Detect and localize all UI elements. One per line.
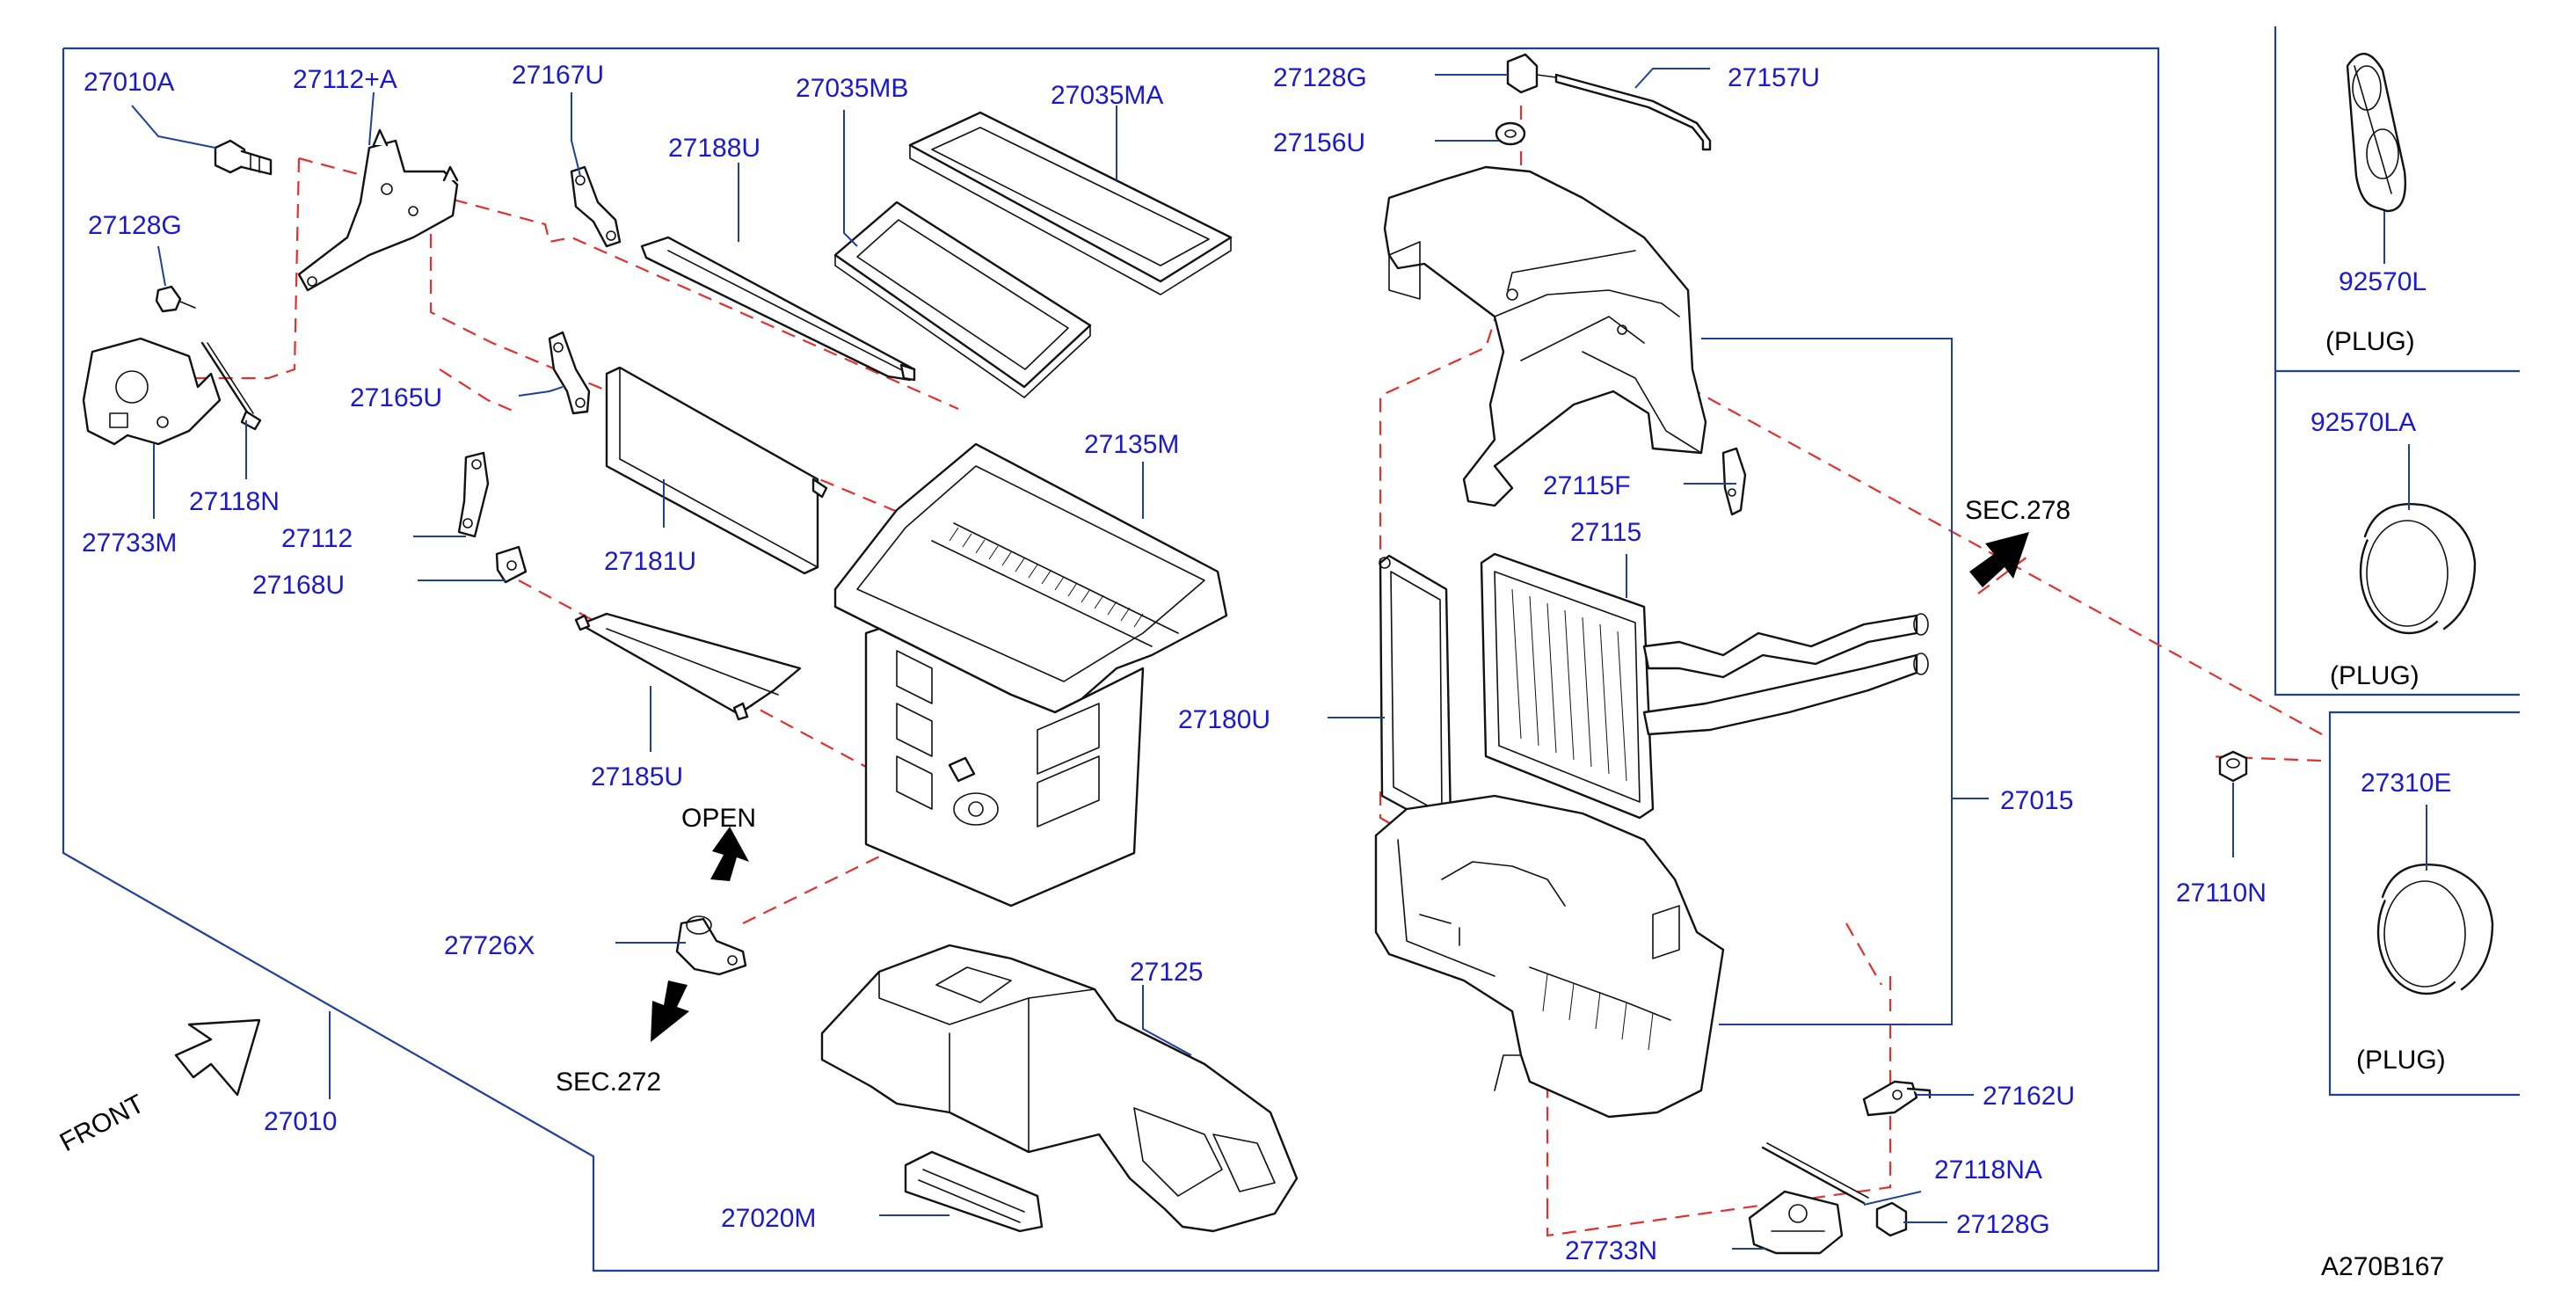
plug-92570LA: [2359, 503, 2477, 635]
plug-annotation-3: (PLUG): [2356, 1046, 2446, 1075]
label-27168U: 27168U: [252, 571, 345, 600]
heater-core-27115: [1480, 552, 1929, 820]
label-27125: 27125: [1130, 958, 1203, 987]
label-27010A: 27010A: [84, 68, 174, 97]
label-92570L: 92570L: [2339, 267, 2427, 296]
plug-panels: [2274, 26, 2520, 1097]
front-arrow-icon: [174, 1018, 261, 1097]
nut-27110N: [2218, 750, 2248, 783]
clip-27115F: [1721, 447, 1747, 516]
label-27128G-bottom: 27128G: [1956, 1210, 2050, 1239]
label-27156U: 27156U: [1273, 128, 1365, 157]
assembly-dashed-lines: [180, 106, 2331, 1237]
evaporator-27180U: [1379, 554, 1452, 830]
label-27115: 27115: [1570, 518, 1641, 547]
bolt-27010A: [214, 139, 273, 176]
main-frame: [62, 47, 2160, 1272]
label-27112A: 27112+A: [293, 65, 397, 94]
label-92570LA: 92570LA: [2310, 408, 2416, 437]
door-27181U: [605, 366, 828, 575]
upper-case-27135M: [833, 442, 1228, 908]
motor-27733N: [1748, 1190, 1844, 1255]
label-27020M: 27020M: [721, 1204, 816, 1233]
motor-27733M: [82, 337, 222, 446]
open-arrow-icon: [710, 827, 749, 881]
label-27180U: 27180U: [1178, 705, 1270, 734]
label-27110N: 27110N: [2176, 879, 2267, 908]
filter-27035MA: [908, 111, 1233, 295]
lower-duct-27125: [820, 944, 1299, 1233]
sec272-annotation: SEC.272: [556, 1068, 661, 1097]
label-27185U: 27185U: [591, 762, 683, 791]
sec278-annotation: SEC.278: [1965, 496, 2070, 525]
door-27188U: [640, 236, 916, 382]
rod-27118N: [200, 341, 262, 431]
label-27157U: 27157U: [1728, 63, 1820, 92]
leader-lines: [131, 68, 2427, 1250]
label-27035MB: 27035MB: [796, 74, 908, 103]
sec278-arrow-icon: [1969, 532, 2029, 587]
label-27726X: 27726X: [444, 931, 535, 960]
label-27135M: 27135M: [1084, 430, 1179, 459]
clip-27128G-top: [1506, 53, 1557, 94]
door-27185U: [574, 612, 802, 721]
plug-92570L: [2346, 52, 2406, 213]
lever-27168U: [495, 545, 528, 584]
label-27112: 27112: [281, 524, 353, 553]
lever-bracket-27112A: [297, 128, 459, 292]
plug-annotation-1: (PLUG): [2325, 327, 2415, 356]
filter-27035MB: [833, 200, 1092, 398]
lower-housing-27015: [1374, 794, 1725, 1119]
link-27165U: [548, 331, 591, 415]
label-27035MA: 27035MA: [1051, 81, 1163, 110]
label-27162U: 27162U: [1983, 1082, 2075, 1111]
sec272-arrow-icon: [651, 981, 689, 1042]
label-27118NA: 27118NA: [1934, 1156, 2042, 1185]
label-27118N: 27118N: [189, 487, 280, 516]
clip-27128G-bottom: [1875, 1201, 1908, 1237]
clip-27128G-left: [155, 285, 196, 313]
label-27188U: 27188U: [668, 134, 760, 163]
label-27010: 27010: [264, 1107, 337, 1136]
diagram-code: A270B167: [2321, 1252, 2444, 1281]
lever-27162U: [1862, 1080, 1932, 1117]
label-27165U: 27165U: [350, 383, 442, 412]
label-27128G-top: 27128G: [1273, 63, 1367, 92]
rod-27157U: [1554, 73, 1712, 151]
link-27167U: [570, 165, 622, 248]
label-27167U: 27167U: [512, 61, 604, 90]
upper-housing-27015: [1383, 165, 1707, 507]
open-annotation: OPEN: [681, 804, 756, 833]
label-27115F: 27115F: [1543, 471, 1631, 500]
label-27015: 27015: [2000, 786, 2073, 815]
label-27181U: 27181U: [604, 547, 696, 576]
rod-27118NA: [1761, 1142, 1869, 1205]
label-27733N: 27733N: [1565, 1236, 1657, 1265]
actuator-27726X: [675, 915, 747, 976]
label-27733M: 27733M: [82, 529, 177, 558]
front-annotation: FRONT: [55, 1090, 149, 1158]
plug-27310E: [2376, 864, 2494, 995]
label-27310E: 27310E: [2361, 769, 2451, 798]
plug-annotation-2: (PLUG): [2330, 661, 2420, 690]
grommet-27156U: [1495, 121, 1526, 146]
label-27128G-left: 27128G: [88, 211, 182, 240]
grille-27020M: [904, 1150, 1044, 1233]
link-27112: [457, 451, 490, 538]
